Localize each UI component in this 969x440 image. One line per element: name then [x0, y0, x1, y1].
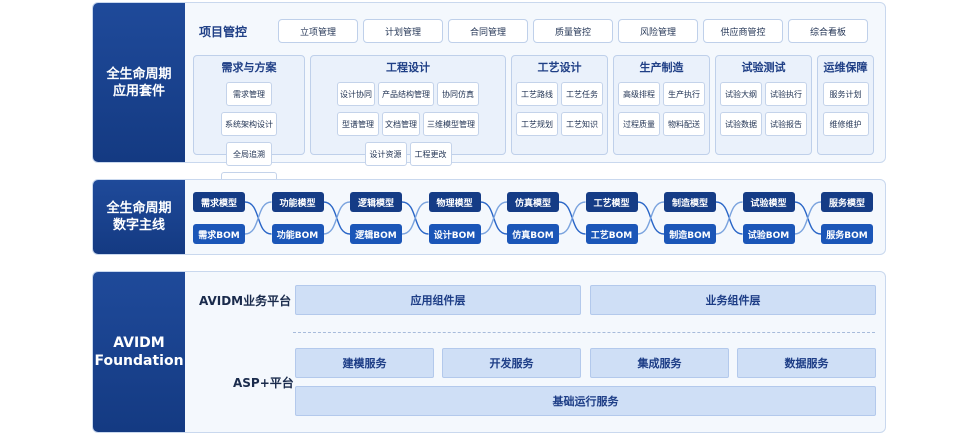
category-title: 工程设计 — [386, 61, 430, 74]
category-item[interactable]: 协同仿真 — [437, 82, 479, 106]
category-title: 试验测试 — [741, 61, 786, 74]
data-service[interactable]: 数据服务 — [737, 348, 876, 378]
bom-chip[interactable]: 设计BOM — [428, 224, 481, 244]
bom-chip[interactable]: 服务BOM — [821, 224, 873, 244]
category-item[interactable]: 服务计划 — [822, 82, 869, 106]
category-item[interactable]: 全局追溯 — [226, 142, 272, 166]
category-item[interactable]: 工艺知识 — [561, 112, 603, 136]
digital-thread-panel: 全生命周期 数字主线 需求模型需求BOM 功能模型功能BOM 逻辑模型逻辑BOM 物理… — [92, 179, 886, 255]
thread-connectors — [244, 201, 822, 235]
category-item[interactable]: 设计资源 — [364, 142, 407, 166]
application-component-layer[interactable]: 应用组件层 — [295, 285, 581, 315]
category-item[interactable]: 产品结构管理 — [378, 82, 434, 106]
model-chip[interactable]: 仿真模型 — [507, 192, 559, 212]
integration-service[interactable]: 集成服务 — [590, 348, 729, 378]
category-item[interactable]: 系统架构设计 — [221, 112, 277, 136]
category-testing: 试验测试 试验大纲 试验执行 试验数据 试验报告 — [715, 55, 812, 155]
bom-chip[interactable]: 逻辑BOM — [350, 224, 402, 244]
category-item[interactable]: 工程更改 — [409, 142, 452, 166]
thread-connector — [244, 201, 272, 235]
foundation-side-title-line1: AVIDM — [113, 335, 165, 351]
category-item[interactable]: 三维模型管理 — [423, 112, 479, 136]
bom-chip[interactable]: 试验BOM — [742, 224, 795, 244]
thread-connector — [558, 201, 586, 235]
category-requirements: 需求与方案 需求管理 系统架构设计 全局追溯 系统仿真验证 — [193, 55, 305, 196]
category-item[interactable]: 物料配送 — [663, 112, 705, 136]
model-chip[interactable]: 需求模型 — [193, 192, 245, 212]
platform-divider — [293, 332, 875, 333]
thread-connector — [401, 201, 429, 235]
category-item[interactable]: 工艺任务 — [561, 82, 603, 106]
project-item[interactable]: 综合看板 — [788, 19, 868, 43]
model-chip[interactable]: 逻辑模型 — [350, 192, 402, 212]
bom-chip[interactable]: 需求BOM — [193, 224, 245, 244]
category-title: 需求与方案 — [221, 61, 277, 74]
thread-side-title-line1: 全生命周期 — [106, 201, 172, 216]
thread-connector — [637, 201, 665, 235]
category-title: 运维保障 — [823, 61, 868, 74]
thread-chain: 需求模型需求BOM 功能模型功能BOM 逻辑模型逻辑BOM 物理模型设计BOM 仿真模型… — [193, 190, 877, 246]
project-control-row: 项目管控 立项管理 计划管理 合同管理 质量管控 风险管理 供应商管控 综合看板 — [193, 15, 877, 47]
base-runtime-service[interactable]: 基础运行服务 — [295, 386, 876, 416]
asp-platform-label: ASP+平台 — [233, 376, 294, 390]
project-item[interactable]: 计划管理 — [363, 19, 443, 43]
category-title: 工艺设计 — [537, 61, 582, 74]
model-chip[interactable]: 试验模型 — [742, 192, 795, 212]
thread-connector — [323, 201, 351, 235]
category-item[interactable]: 试验执行 — [765, 82, 807, 106]
category-item[interactable]: 试验大纲 — [720, 82, 762, 106]
thread-side-title: 全生命周期 数字主线 — [93, 180, 185, 254]
model-chip[interactable]: 工艺模型 — [585, 192, 638, 212]
business-platform-label: AVIDM业务平台 — [199, 294, 292, 308]
thread-connector — [794, 201, 822, 235]
category-item[interactable]: 型谱管理 — [337, 112, 379, 136]
bom-chip[interactable]: 制造BOM — [664, 224, 716, 244]
model-chip[interactable]: 物理模型 — [428, 192, 481, 212]
bom-chip[interactable]: 功能BOM — [271, 224, 324, 244]
project-item[interactable]: 风险管理 — [618, 19, 698, 43]
model-chip[interactable]: 制造模型 — [664, 192, 716, 212]
category-item[interactable]: 试验数据 — [720, 112, 762, 136]
foundation-panel: AVIDM Foundation AVIDM业务平台 应用组件层 业务组件层 A… — [92, 271, 886, 433]
suite-side-title-line2: 应用套件 — [112, 83, 165, 99]
category-item[interactable]: 文档管理 — [382, 112, 420, 136]
bom-chip[interactable]: 工艺BOM — [585, 224, 638, 244]
development-service[interactable]: 开发服务 — [442, 348, 581, 378]
category-engineering-design: 工程设计 设计协同 产品结构管理 协同仿真 型谱管理 文档管理 三维模型管理 设… — [310, 55, 506, 166]
suite-side-title: 全生命周期 应用套件 — [93, 3, 185, 162]
category-title: 生产制造 — [639, 61, 684, 74]
lifecycle-suite-panel: 全生命周期 应用套件 项目管控 立项管理 计划管理 合同管理 质量管控 风险管理… — [92, 2, 886, 196]
project-item[interactable]: 质量管控 — [533, 19, 613, 43]
project-item[interactable]: 合同管理 — [448, 19, 528, 43]
category-item[interactable]: 过程质量 — [618, 112, 660, 136]
thread-side-title-line2: 数字主线 — [112, 218, 165, 233]
project-item[interactable]: 供应商管控 — [703, 19, 783, 43]
project-control-title: 项目管控 — [199, 24, 248, 39]
category-item[interactable]: 试验报告 — [765, 112, 807, 136]
bom-chip[interactable]: 仿真BOM — [507, 224, 559, 244]
category-item[interactable]: 高级排程 — [618, 82, 660, 106]
category-process-design: 工艺设计 工艺路线 工艺任务 工艺规划 工艺知识 — [511, 55, 608, 155]
category-item[interactable]: 设计协同 — [337, 82, 375, 106]
model-chip[interactable]: 服务模型 — [821, 192, 873, 212]
category-maintenance: 运维保障 服务计划 维修维护 — [817, 55, 874, 155]
model-chip[interactable]: 功能模型 — [271, 192, 324, 212]
project-item[interactable]: 立项管理 — [278, 19, 358, 43]
foundation-side-title: AVIDM Foundation — [93, 272, 185, 432]
thread-connector — [715, 201, 743, 235]
category-item[interactable]: 需求管理 — [226, 82, 272, 106]
category-item[interactable]: 生产执行 — [663, 82, 705, 106]
thread-connector — [480, 201, 508, 235]
business-component-layer[interactable]: 业务组件层 — [590, 285, 876, 315]
category-manufacturing: 生产制造 高级排程 生产执行 过程质量 物料配送 — [613, 55, 710, 155]
suite-side-title-line1: 全生命周期 — [106, 66, 172, 82]
modeling-service[interactable]: 建模服务 — [295, 348, 434, 378]
suite-categories: 需求与方案 需求管理 系统架构设计 全局追溯 系统仿真验证 工程设计 设计协同 … — [193, 55, 877, 196]
category-item[interactable]: 工艺规划 — [516, 112, 558, 136]
category-item[interactable]: 维修维护 — [822, 112, 869, 136]
foundation-side-title-line2: Foundation — [94, 353, 184, 369]
category-item[interactable]: 工艺路线 — [516, 82, 558, 106]
